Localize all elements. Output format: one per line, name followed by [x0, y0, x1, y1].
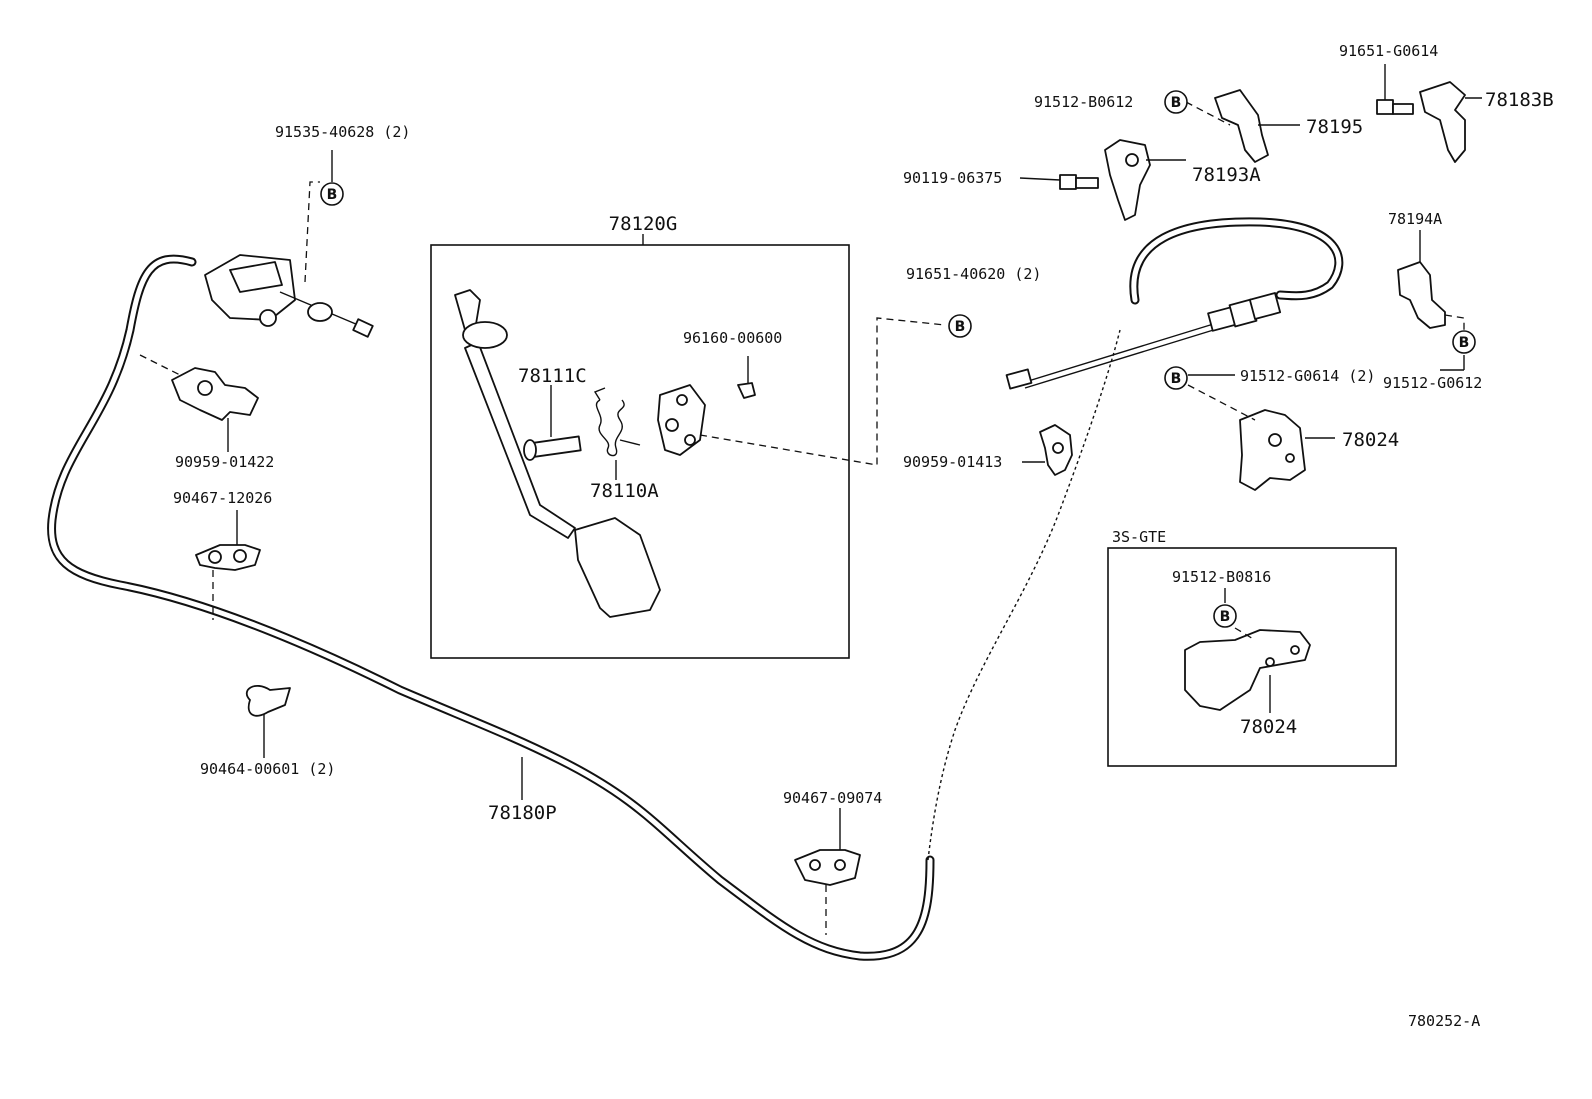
- bolt-marker-b-2: B: [948, 314, 972, 338]
- label-91535-40628: 91535-40628 (2): [275, 123, 410, 141]
- accelerator-cable: [47, 217, 1344, 961]
- cable-end-fitting: [1005, 292, 1282, 390]
- clamp-90959-01413: [1039, 424, 1073, 476]
- label-78183B: 78183B: [1485, 89, 1554, 111]
- svg-text:B: B: [955, 319, 966, 335]
- label-91512-B0612: 91512-B0612: [1034, 93, 1133, 111]
- pedal-clip: [737, 382, 756, 399]
- bolt-91651-G0614: [1376, 99, 1414, 115]
- label-78195: 78195: [1306, 116, 1363, 138]
- pedal-pin: [523, 435, 582, 461]
- label-91512-B0816: 91512-B0816: [1172, 568, 1271, 586]
- clamp-90467-12026: [195, 544, 261, 571]
- bracket-78195: [1214, 89, 1269, 163]
- clamp-90467-09074: [794, 849, 861, 886]
- svg-text:B: B: [327, 187, 338, 203]
- label-90467-12026: 90467-12026: [173, 489, 272, 507]
- label-78110A: 78110A: [590, 480, 659, 502]
- return-spring: [593, 387, 641, 457]
- bolt-marker-b-4: B: [1452, 330, 1476, 354]
- label-78194A: 78194A: [1388, 210, 1442, 228]
- pedal-assembly-box: [430, 244, 850, 659]
- svg-text:B: B: [1171, 371, 1182, 387]
- label-78120G: 78120G: [609, 213, 678, 235]
- bracket-78194A: [1397, 261, 1446, 329]
- bracket-78193A: [1104, 139, 1151, 221]
- label-91512-G0614: 91512-G0614 (2): [1240, 367, 1375, 385]
- bolt-90119-06375: [1059, 174, 1099, 190]
- label-90464-00601: 90464-00601 (2): [200, 760, 335, 778]
- label-90959-01422: 90959-01422: [175, 453, 274, 471]
- svg-text:B: B: [1220, 609, 1231, 625]
- label-91512-G0612: 91512-G0612: [1383, 374, 1482, 392]
- bolt-marker-b-6: B: [1213, 604, 1237, 628]
- label-90119-06375: 90119-06375: [903, 169, 1002, 187]
- label-91651-G0614: 91651-G0614: [1339, 42, 1438, 60]
- label-96160-00600: 96160-00600: [683, 329, 782, 347]
- label-78024-inset: 78024: [1240, 716, 1297, 738]
- label-3S-GTE: 3S-GTE: [1112, 528, 1166, 546]
- bolt-marker-b-3: B: [1164, 90, 1188, 114]
- label-78024: 78024: [1342, 429, 1399, 451]
- bracket-78024-variant: [1184, 629, 1311, 711]
- bolt-marker-b-1: B: [320, 182, 344, 206]
- svg-text:B: B: [1171, 95, 1182, 111]
- label-90959-01413: 90959-01413: [903, 453, 1002, 471]
- clip-90464-00601: [245, 685, 291, 717]
- label-91651-40620: 91651-40620 (2): [906, 265, 1041, 283]
- accelerator-pedal: [454, 289, 661, 618]
- bracket-78183B: [1419, 81, 1466, 163]
- variant-inset-box: [1107, 547, 1397, 767]
- clamp-90959-01422: [171, 367, 259, 421]
- bracket-78024: [1239, 409, 1306, 491]
- label-78180P: 78180P: [488, 802, 557, 824]
- pedal-bracket: [657, 384, 706, 456]
- label-78193A: 78193A: [1192, 164, 1261, 186]
- label-90467-09074: 90467-09074: [783, 789, 882, 807]
- label-78111C: 78111C: [518, 365, 587, 387]
- svg-text:B: B: [1459, 335, 1470, 351]
- bolt-marker-b-5: B: [1164, 366, 1188, 390]
- cable-left-bracket: [204, 254, 374, 338]
- reference-code: 780252-A: [1408, 1012, 1480, 1030]
